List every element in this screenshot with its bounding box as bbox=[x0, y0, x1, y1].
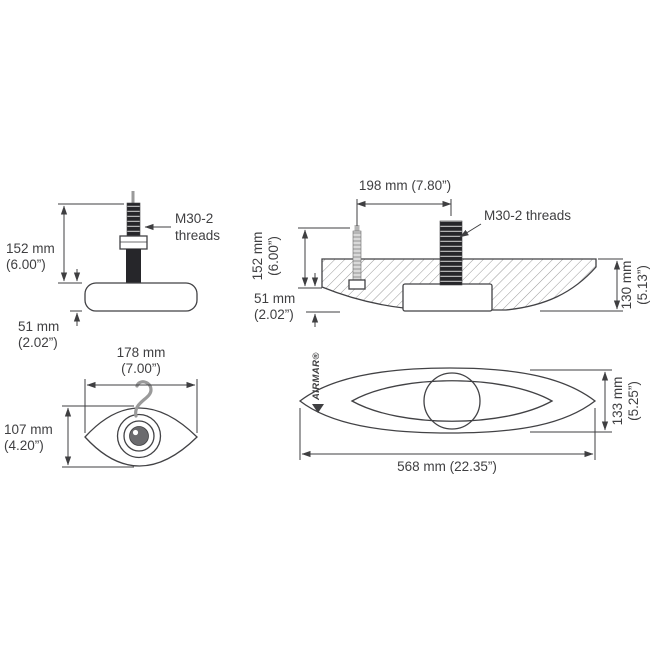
transducer-housing bbox=[84, 282, 198, 312]
lens-cutout bbox=[350, 380, 554, 422]
dim-label: 51 mm bbox=[254, 291, 295, 306]
dim-label: 198 mm (7.80”) bbox=[359, 178, 451, 193]
housing-pocket bbox=[402, 283, 493, 312]
transducer-front-drawing bbox=[84, 380, 198, 467]
element-center bbox=[129, 426, 149, 446]
dim-label: (7.00”) bbox=[121, 361, 161, 376]
dim-label: (4.20”) bbox=[4, 438, 44, 453]
dimension-51mm-side: 51 mm (2.02”) bbox=[18, 269, 82, 350]
small-stem-tip bbox=[354, 225, 360, 232]
thread-callout-section: M30-2 threads bbox=[459, 208, 571, 238]
dim-label: 152 mm bbox=[6, 241, 55, 256]
dim-label: (6.00”) bbox=[266, 236, 281, 276]
dimension-568mm: 568 mm (22.35”) bbox=[299, 408, 596, 474]
dimension-51mm-section: 51 mm (2.02”) bbox=[254, 273, 340, 327]
dimension-198mm: 198 mm (7.80”) bbox=[356, 178, 452, 226]
element-ring-outer bbox=[116, 413, 162, 459]
dimension-152mm-side: 152 mm (6.00”) bbox=[6, 203, 124, 284]
dimension-152mm-section: 152 mm (6.00”) bbox=[250, 227, 350, 289]
fairing-plan-drawing: AIRMAR® bbox=[298, 352, 597, 434]
dimension-107mm: 107 mm (4.20”) bbox=[4, 405, 134, 468]
small-threaded-stem bbox=[352, 230, 362, 283]
plan-view: AIRMAR® 568 mm (22.35”) 133 mm (5.25”) bbox=[298, 352, 641, 474]
dim-label: 568 mm (22.35”) bbox=[397, 459, 497, 474]
dim-label: 178 mm bbox=[117, 345, 166, 360]
section-view: 198 mm (7.80”) M30-2 threads 152 mm (6.0… bbox=[250, 178, 650, 327]
transducer-side-drawing bbox=[84, 191, 198, 312]
airmar-logo-icon bbox=[312, 404, 324, 413]
thread-label: threads bbox=[175, 228, 220, 243]
brand-label: AIRMAR® bbox=[311, 352, 322, 401]
element-highlight bbox=[132, 429, 139, 436]
dim-label: 51 mm bbox=[18, 319, 59, 334]
dim-label: (2.02”) bbox=[254, 307, 294, 322]
stem-lower bbox=[126, 249, 141, 285]
large-threaded-stem bbox=[439, 220, 463, 286]
small-stem-flange bbox=[348, 279, 366, 290]
dimension-178mm: 178 mm (7.00”) bbox=[84, 345, 198, 433]
dimension-133mm: 133 mm (5.25”) bbox=[530, 369, 641, 433]
dim-label: (5.25”) bbox=[626, 381, 641, 421]
stem-nut bbox=[119, 235, 148, 250]
side-view: 152 mm (6.00”) 51 mm (2.02”) M30-2 threa… bbox=[6, 191, 220, 350]
fairing-outline bbox=[298, 367, 597, 434]
front-view: 178 mm (7.00”) 107 mm (4.20”) bbox=[4, 345, 198, 468]
leader-arrow bbox=[459, 223, 482, 238]
thread-callout-side: M30-2 threads bbox=[144, 211, 220, 243]
element-circle bbox=[423, 372, 481, 430]
dim-label: 133 mm bbox=[610, 377, 625, 426]
element-ring-inner bbox=[123, 420, 155, 452]
thread-label: M30-2 threads bbox=[484, 208, 571, 223]
dim-label: (5.13”) bbox=[635, 265, 650, 305]
dim-label: (2.02”) bbox=[18, 335, 58, 350]
dim-label: (6.00”) bbox=[6, 257, 46, 272]
threaded-stem bbox=[126, 202, 141, 237]
dim-label: 107 mm bbox=[4, 422, 53, 437]
dimension-130mm: 130 mm (5.13”) bbox=[540, 258, 650, 312]
fairing-section-drawing bbox=[321, 220, 597, 312]
dim-label: 130 mm bbox=[619, 261, 634, 310]
dim-label: 152 mm bbox=[250, 232, 265, 281]
thread-label: M30-2 bbox=[175, 211, 213, 226]
